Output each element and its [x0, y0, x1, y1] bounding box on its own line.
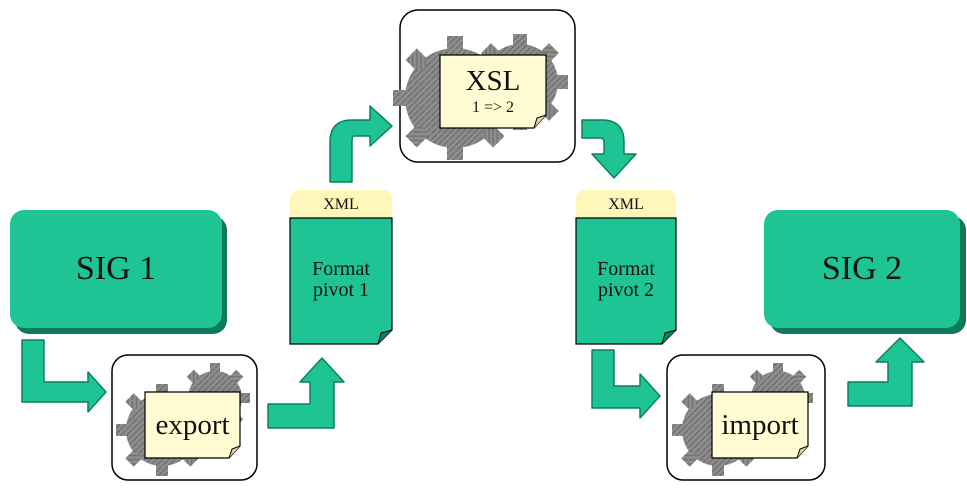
pivot1-document [289, 190, 393, 345]
arrow-import-to-sig2 [847, 337, 925, 407]
arrow-sig1-to-export [21, 339, 107, 413]
arrow-pivot2-to-import [591, 349, 661, 419]
sig2-box [764, 210, 966, 334]
import-note [711, 391, 809, 459]
xsl-note [439, 54, 547, 129]
export-note [144, 391, 241, 459]
arrow-pivot1-to-xsl [329, 105, 393, 183]
arrow-xsl-to-pivot2 [581, 119, 637, 179]
pivot2-document [575, 190, 677, 345]
arrow-export-to-pivot1 [267, 357, 345, 429]
sig1-box [10, 210, 227, 334]
